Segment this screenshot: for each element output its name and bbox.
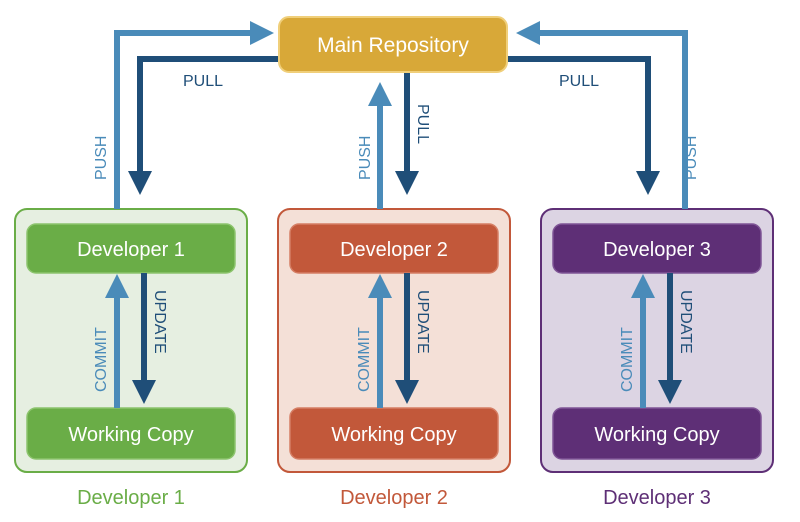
developer-1-working-copy[interactable] (26, 407, 236, 460)
developer-2-working-copy[interactable] (289, 407, 499, 460)
developer-3-node[interactable] (552, 223, 762, 274)
developer-2-working-copy-label: Working Copy (331, 424, 456, 446)
developer-3-push-arrow (516, 21, 688, 209)
developer-3-container: Developer 3 Working Copy COMMIT UPDATE (540, 208, 774, 473)
developer-1-caption: Developer 1 (77, 487, 185, 509)
developer-2-node[interactable] (289, 223, 499, 274)
main-repository[interactable]: Main Repository (278, 16, 508, 73)
developer-1-commit-label: COMMIT (93, 327, 110, 392)
developer-1-push-label: PUSH (93, 136, 110, 180)
developer-2-update-label: UPDATE (414, 290, 431, 354)
developer-3-label: Developer 3 (603, 239, 711, 261)
developer-3-update-label: UPDATE (677, 290, 694, 354)
developer-3-caption: Developer 3 (603, 487, 711, 509)
developer-1-node[interactable] (26, 223, 236, 274)
developer-1-update-label: UPDATE (151, 290, 168, 354)
developer-3-commit-label: COMMIT (619, 327, 636, 392)
developer-2-pull-label: PULL (414, 104, 431, 144)
main-repository-label: Main Repository (317, 34, 469, 57)
developer-1-pull-label: PULL (183, 73, 223, 90)
developer-2-label: Developer 2 (340, 239, 448, 261)
developer-2-caption: Developer 2 (340, 487, 448, 509)
developer-3-pull-label: PULL (559, 73, 599, 90)
developer-3-pull-arrow (508, 56, 660, 195)
developer-1-container: Developer 1 Working Copy COMMIT UPDATE (14, 208, 248, 473)
developer-1-label: Developer 1 (77, 239, 185, 261)
developer-2-commit-label: COMMIT (356, 327, 373, 392)
developer-3-working-copy[interactable] (552, 407, 762, 460)
developer-1-push-arrow (114, 21, 274, 209)
developer-1-working-copy-label: Working Copy (68, 424, 193, 446)
developer-1-pull-arrow (128, 56, 280, 195)
developer-2-container: Developer 2 Working Copy COMMIT UPDATE (277, 208, 511, 473)
developer-2-push-label: PUSH (357, 136, 374, 180)
developer-3-push-label: PUSH (683, 136, 700, 180)
developer-3-working-copy-label: Working Copy (594, 424, 719, 446)
